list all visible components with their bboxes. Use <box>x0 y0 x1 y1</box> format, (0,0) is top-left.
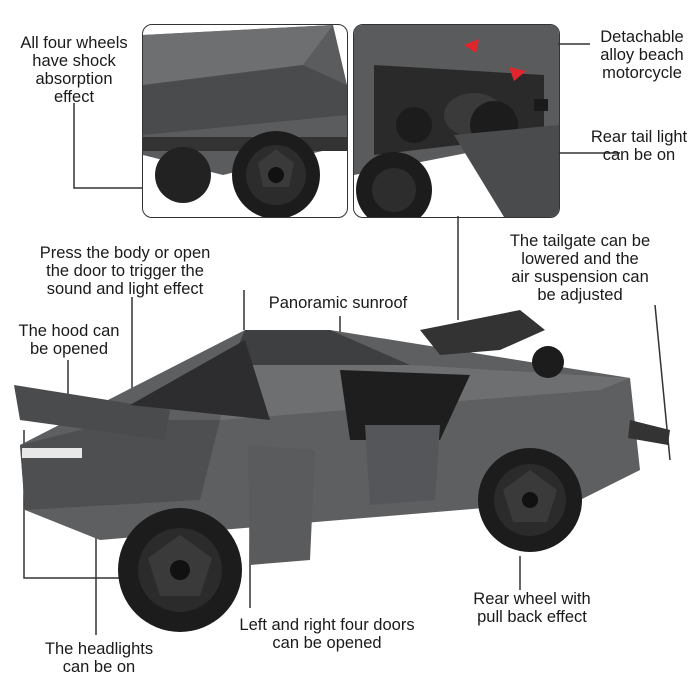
open-door <box>248 445 315 565</box>
label-line: sound and light effect <box>46 280 204 298</box>
label-tailgate: The tailgate can be lowered and the air … <box>490 232 670 304</box>
bed-closeup-illustration <box>354 25 559 217</box>
label-line: the door to trigger the <box>46 262 204 280</box>
label-line: can be on <box>602 146 676 164</box>
label-rear-wheel: Rear wheel with pull back effect <box>456 590 608 626</box>
label-line: have shock <box>32 52 116 70</box>
label-line: The headlights <box>44 640 154 658</box>
tail-light-icon <box>534 99 548 111</box>
motorcycle-icon <box>396 93 518 149</box>
label-line: Rear tail light <box>590 128 688 146</box>
label-line: Rear wheel with <box>473 590 591 608</box>
label-line: Press the body or open <box>39 244 211 262</box>
hood <box>14 385 170 440</box>
label-line: effect <box>53 88 95 106</box>
label-line: All four wheels <box>20 34 128 52</box>
rear-wheel-icon <box>478 448 582 552</box>
label-line: can be on <box>62 658 136 676</box>
windshield <box>130 340 270 420</box>
label-line: motorcycle <box>602 64 682 82</box>
label-press-body: Press the body or open the door to trigg… <box>20 244 230 298</box>
wheel-closeup-illustration <box>143 25 347 217</box>
wheel-icon <box>232 131 320 217</box>
label-tail-light: Rear tail light can be on <box>578 128 700 164</box>
label-line: Detachable <box>600 28 684 46</box>
label-shock-absorption: All four wheels have shock absorption ef… <box>6 34 142 106</box>
label-line: be adjusted <box>537 286 623 304</box>
label-line: can be opened <box>272 634 382 652</box>
front-wheel-icon <box>118 508 242 632</box>
tailgate <box>628 420 670 445</box>
label-headlights: The headlights can be on <box>24 640 174 676</box>
wheel-icon <box>356 152 432 217</box>
motorcycle-icon <box>420 310 564 378</box>
headlight <box>22 448 82 458</box>
wheel-inset <box>142 24 348 218</box>
label-sunroof: Panoramic sunroof <box>268 294 408 312</box>
label-hood: The hood can be opened <box>6 322 132 358</box>
label-line: The hood can <box>18 322 120 340</box>
label-line: air suspension can <box>511 268 649 286</box>
label-line: pull back effect <box>477 608 587 626</box>
label-doors: Left and right four doors can be opened <box>214 616 440 652</box>
label-motorcycle: Detachable alloy beach motorcycle <box>584 28 700 82</box>
label-line: The tailgate can be <box>509 232 651 250</box>
red-arrow-icon <box>464 39 526 81</box>
label-line: Left and right four doors <box>239 616 415 634</box>
label-line: be opened <box>30 340 108 358</box>
label-line: alloy beach <box>600 46 684 64</box>
label-line: lowered and the <box>521 250 639 268</box>
bed-inset <box>353 24 560 218</box>
open-door <box>365 425 440 505</box>
label-line: absorption <box>35 70 113 88</box>
